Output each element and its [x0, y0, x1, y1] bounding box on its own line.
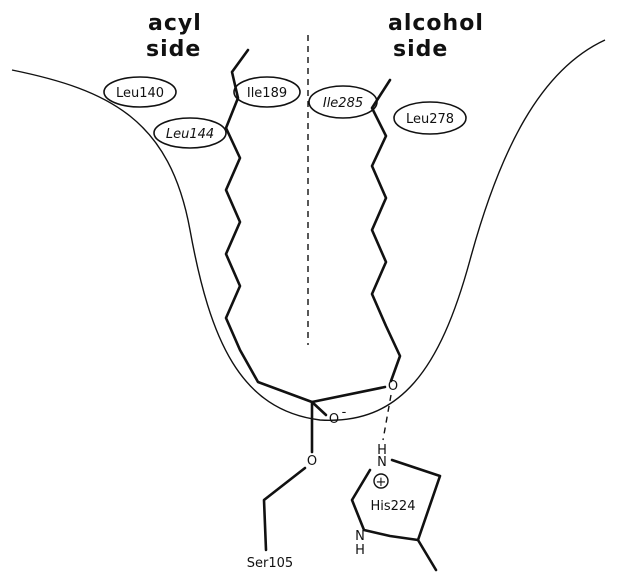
residue-leu140: Leu140 — [103, 76, 177, 108]
residue-ile189-label: Ile189 — [247, 86, 287, 101]
alcohol-side-label-line2: side — [393, 37, 448, 62]
residue-leu144: Leu144 — [153, 117, 227, 149]
bond-c-o-ester — [310, 385, 387, 404]
bond-c-o-minus — [310, 400, 328, 417]
acyl-chain — [224, 48, 314, 404]
pocket-outline — [11, 39, 606, 421]
residue-leu278: Leu278 — [393, 101, 467, 135]
residue-ser105-label: Ser105 — [247, 556, 293, 571]
residue-ile189: Ile189 — [233, 76, 301, 108]
acyl-side-label-line1: acyl — [148, 11, 202, 36]
alcohol-side-label-line1: alcohol — [388, 11, 484, 36]
atom-o-ester: O — [388, 379, 398, 394]
atom-n-his-bottom: N — [355, 529, 365, 544]
plus-charge-icon: + — [373, 473, 389, 490]
residue-leu144-label: Leu144 — [166, 127, 214, 142]
his224-ring-bond — [416, 538, 438, 572]
residue-his224-label: His224 — [371, 499, 416, 514]
atom-o-ser: O — [307, 454, 317, 469]
hydrogen-bond — [382, 394, 392, 441]
residue-leu140-label: Leu140 — [116, 86, 164, 101]
acyl-side-label-line2: side — [146, 37, 201, 62]
his224-ring — [350, 458, 442, 542]
atom-h-his-top: H — [377, 443, 387, 458]
residue-ile285: Ile285 — [308, 85, 378, 119]
residue-leu278-label: Leu278 — [406, 112, 454, 127]
atom-n-his-top: N — [377, 455, 387, 470]
atom-h-his-bottom: H — [355, 543, 365, 558]
ser105-sidechain — [262, 466, 307, 552]
residue-ile285-label: Ile285 — [323, 96, 363, 111]
svg-text:+: + — [376, 475, 387, 490]
alcohol-chain — [370, 78, 402, 383]
atom-o-minus-charge: - — [342, 405, 347, 420]
atom-o-minus: O — [329, 412, 339, 427]
